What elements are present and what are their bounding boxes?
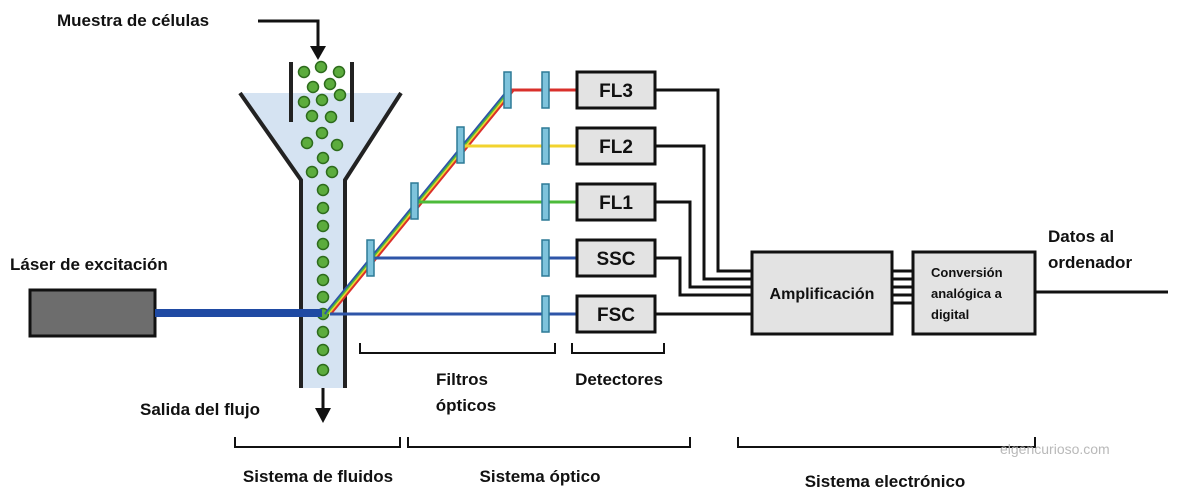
- detector-fl3: FL3: [575, 70, 657, 110]
- laser-source: [28, 288, 157, 338]
- wire-fl3: [655, 88, 752, 273]
- dichroic-filters: [366, 71, 512, 277]
- cell: [315, 126, 329, 140]
- cell: [316, 255, 330, 269]
- fluidics-bracket: [234, 437, 401, 448]
- wire-fl1: [655, 200, 752, 289]
- cell: [332, 65, 346, 79]
- bandpass-filter-fl1: [541, 183, 550, 221]
- amplification-label: Amplificación: [770, 286, 875, 303]
- bandpass-filter-fsc: [541, 295, 550, 333]
- filters-label-line1: Filtros: [436, 370, 488, 389]
- detector-boxes: FL3 FL2 FL1 SSC FSC: [575, 70, 657, 334]
- detector-fsc-label: FSC: [597, 305, 635, 326]
- brackets: [234, 343, 1036, 448]
- data-label-line1: Datos al: [1048, 227, 1114, 246]
- cell: [316, 237, 330, 251]
- cell: [316, 183, 330, 197]
- outflow-label: Salida del flujo: [140, 400, 260, 419]
- cell: [316, 363, 330, 377]
- dichroic-filter-fl3: [503, 71, 512, 109]
- dichroic-filter-fl1: [410, 182, 419, 220]
- wire-fl2: [655, 144, 752, 281]
- cell: [297, 65, 311, 79]
- detector-fl2-label: FL2: [599, 137, 633, 158]
- electronic-bracket: [737, 437, 1036, 448]
- adc-label-line2: analógica a: [931, 286, 1003, 301]
- detector-ssc-label: SSC: [596, 249, 635, 270]
- sample-arrow: [258, 19, 326, 60]
- detectors-label: Detectores: [575, 370, 663, 389]
- funnel-right-wall: [343, 91, 403, 388]
- cell: [314, 60, 328, 74]
- adc-label-line1: Conversión: [931, 265, 1003, 280]
- cell: [324, 110, 338, 124]
- amplification-box: Amplificación: [750, 250, 894, 336]
- cell: [297, 95, 311, 109]
- cell: [300, 136, 314, 150]
- cell: [305, 109, 319, 123]
- optical-system-label: Sistema óptico: [480, 467, 601, 486]
- dichroic-filter-fl2: [456, 126, 465, 164]
- cell: [316, 201, 330, 215]
- detector-fl1: FL1: [575, 182, 657, 222]
- cell: [316, 151, 330, 165]
- filters-bracket: [359, 343, 556, 354]
- cell: [316, 273, 330, 287]
- cell: [316, 290, 330, 304]
- electronic-system-label: Sistema electrónico: [805, 472, 966, 491]
- watermark: elgencurioso.com: [1000, 441, 1110, 457]
- laser-label: Láser de excitación: [10, 255, 168, 274]
- bandpass-filter-fl2: [541, 127, 550, 165]
- outflow-arrow: [315, 388, 331, 423]
- cell: [316, 343, 330, 357]
- detector-fl2: FL2: [575, 126, 657, 166]
- detectors-bracket: [571, 343, 665, 354]
- optical-bracket: [407, 437, 691, 448]
- cell: [333, 88, 347, 102]
- detector-fsc: FSC: [575, 294, 657, 334]
- fluidics-system-label: Sistema de fluidos: [243, 467, 393, 486]
- detector-beams: [330, 88, 577, 316]
- adc-box: Conversión analógica a digital: [911, 250, 1037, 336]
- cell: [315, 93, 329, 107]
- cell: [330, 138, 344, 152]
- adc-label-line3: digital: [931, 307, 969, 322]
- bandpass-filters: [541, 71, 550, 333]
- signal-wires: [655, 88, 1168, 316]
- bandpass-filter-fl3: [541, 71, 550, 109]
- funnel-left-wall: [238, 91, 303, 388]
- cell: [323, 77, 337, 91]
- cell: [305, 165, 319, 179]
- detector-ssc: SSC: [575, 238, 657, 278]
- detector-fl1-label: FL1: [599, 193, 633, 214]
- dichroic-filter-ssc: [366, 239, 375, 277]
- cell: [325, 165, 339, 179]
- wire-ssc: [655, 256, 752, 297]
- data-label-line2: ordenador: [1048, 253, 1132, 272]
- detector-fl3-label: FL3: [599, 81, 633, 102]
- cell: [316, 219, 330, 233]
- sample-label: Muestra de células: [57, 11, 209, 30]
- bandpass-filter-ssc: [541, 239, 550, 277]
- filters-label-line2: ópticos: [436, 396, 496, 415]
- cell: [306, 80, 320, 94]
- cell: [316, 325, 330, 339]
